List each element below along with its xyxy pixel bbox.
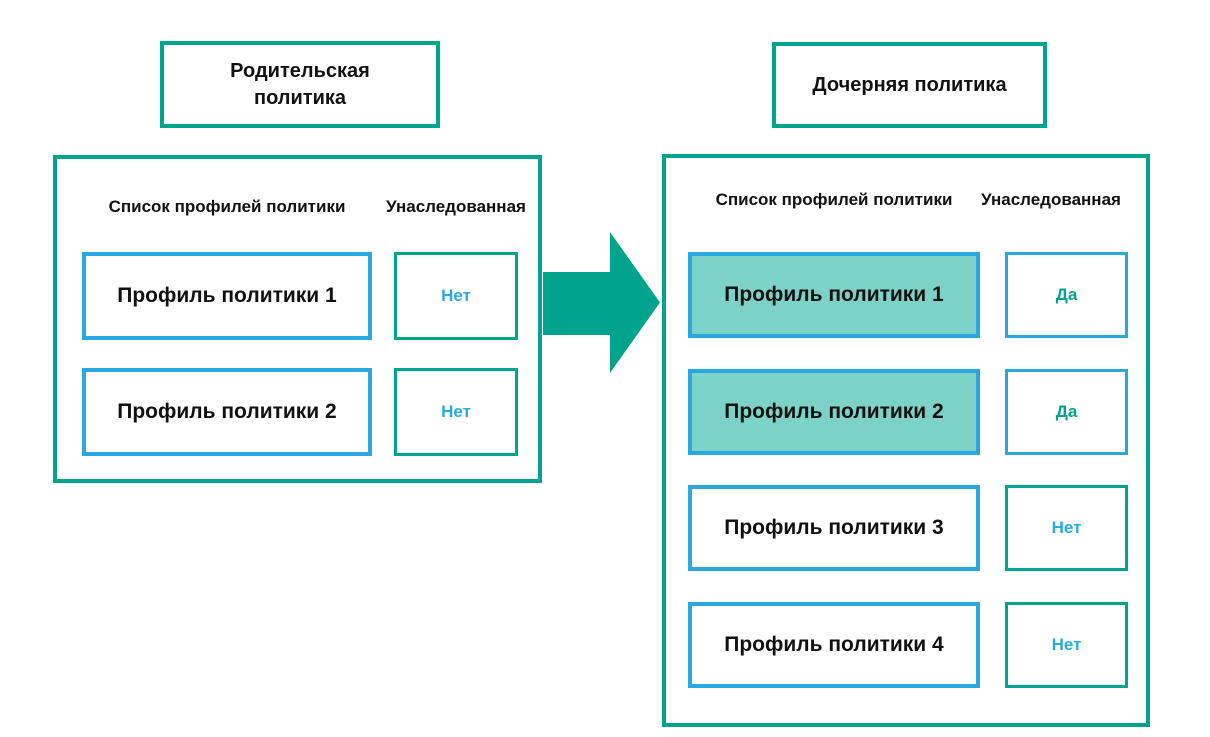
child-profile-label-4: Профиль политики 4 <box>724 633 944 656</box>
child-policy-title-label: Дочерняя политика <box>812 73 1007 96</box>
child-profile-box-1: Профиль политики 1 <box>688 252 980 338</box>
child-profiles-header: Список профилей политики <box>715 190 953 209</box>
parent-profile-label-2: Профиль политики 2 <box>117 400 337 423</box>
parent-policy-title-label: Родительская политика <box>230 59 370 109</box>
parent-profile-label-1: Профиль политики 1 <box>117 284 337 307</box>
parent-inherited-badge-2: Нет <box>394 368 518 456</box>
child-inherited-value-2: Да <box>1055 402 1078 421</box>
parent-inherited-value-2: Нет <box>441 402 471 421</box>
child-profile-box-2: Профиль политики 2 <box>688 369 980 455</box>
parent-profile-box-2: Профиль политики 2 <box>82 368 372 456</box>
parent-inherited-value-1: Нет <box>441 286 471 305</box>
parent-inherited-badge-1: Нет <box>394 252 518 340</box>
parent-policy-panel: Список профилей политики Унаследованная … <box>53 155 542 483</box>
parent-policy-title: Родительская политика <box>160 41 440 128</box>
child-inherited-header: Унаследованная <box>981 190 1121 209</box>
child-inherited-badge-4: Нет <box>1005 602 1128 688</box>
parent-inherited-header: Унаследованная <box>386 197 526 216</box>
child-inherited-badge-2: Да <box>1005 369 1128 455</box>
child-inherited-badge-1: Да <box>1005 252 1128 338</box>
child-profile-box-3: Профиль политики 3 <box>688 485 980 571</box>
child-inherited-value-1: Да <box>1055 285 1078 304</box>
child-profile-label-3: Профиль политики 3 <box>724 516 944 539</box>
child-inherited-badge-3: Нет <box>1005 485 1128 571</box>
child-inherited-value-3: Нет <box>1051 518 1082 537</box>
child-policy-panel: Список профилей политики Унаследованная … <box>662 154 1150 727</box>
child-profile-label-2: Профиль политики 2 <box>724 400 944 423</box>
inheritance-arrow-icon <box>543 232 660 373</box>
child-profile-label-1: Профиль политики 1 <box>724 283 944 306</box>
child-profile-box-4: Профиль политики 4 <box>688 602 980 688</box>
child-policy-title: Дочерняя политика <box>772 42 1047 128</box>
parent-profiles-header: Список профилей политики <box>108 197 346 216</box>
parent-profile-box-1: Профиль политики 1 <box>82 252 372 340</box>
child-inherited-value-4: Нет <box>1051 635 1082 654</box>
